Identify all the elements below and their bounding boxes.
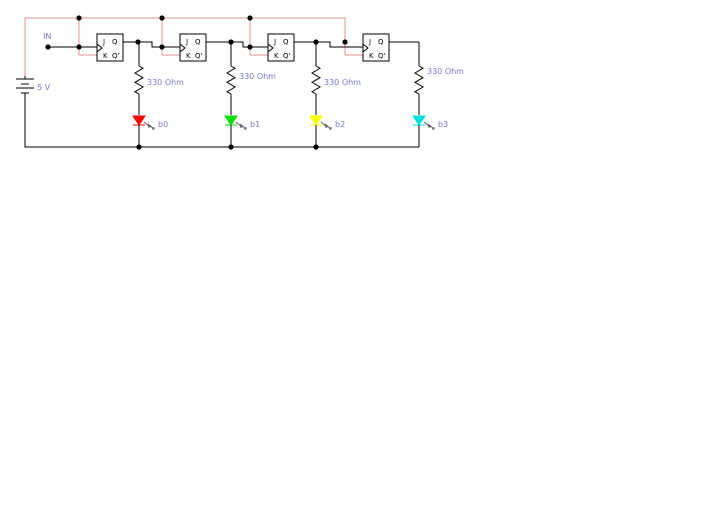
resistor-label: 330 Ohm — [324, 78, 361, 87]
wire — [427, 123, 435, 130]
clock-triangle — [96, 43, 103, 53]
pin-j-label: J — [273, 38, 276, 46]
wire — [324, 123, 332, 130]
junction-dot — [247, 44, 253, 50]
wire — [24, 17, 346, 76]
light-arrow — [152, 127, 155, 130]
led-label: b2 — [335, 120, 345, 129]
pin-k-label: K — [369, 52, 374, 60]
junction-dots — [45, 15, 348, 150]
wire — [316, 41, 363, 48]
wire — [235, 121, 243, 128]
junction-dot — [159, 15, 165, 21]
pin-k-label: K — [274, 52, 279, 60]
led-label: b0 — [158, 120, 168, 129]
led-b2: b2 — [309, 115, 345, 147]
resistor-2: 330 Ohm — [311, 42, 361, 115]
junction-dot — [76, 15, 82, 21]
resistor-zigzag — [311, 65, 321, 95]
junction-dot — [159, 44, 165, 50]
battery-5v: 5 V — [37, 83, 51, 92]
light-arrow — [244, 127, 247, 130]
pin-qn-label: Q' — [378, 52, 386, 60]
resistor-label: 330 Ohm — [147, 78, 184, 87]
clock-triangle — [267, 43, 274, 53]
jk-flip-flop-3: JKQ Q' — [362, 33, 390, 62]
led-triangle — [412, 115, 426, 126]
wire — [320, 121, 328, 128]
wiring — [24, 17, 419, 148]
input-label: IN — [43, 32, 51, 41]
pin-q-label: Q — [283, 38, 289, 46]
junction-dot — [45, 44, 51, 50]
pin-j-label: J — [185, 38, 188, 46]
led-label: b3 — [438, 120, 448, 129]
led-b3: b3 — [412, 115, 448, 147]
led-label: b1 — [250, 120, 260, 129]
wire — [24, 95, 419, 148]
led-b0: b0 — [132, 115, 168, 147]
jk-flip-flop-0: JKQ Q' — [96, 33, 124, 62]
wire — [239, 123, 247, 130]
pin-k-label: K — [103, 52, 108, 60]
led-b1: b1 — [224, 115, 260, 147]
junction-dot — [76, 44, 82, 50]
junction-dot — [247, 15, 253, 21]
pin-qn-label: Q' — [195, 52, 203, 60]
flip-flop-body — [267, 33, 295, 62]
led-triangle — [132, 115, 146, 126]
jk-flip-flop-2: JKQ Q' — [267, 33, 295, 62]
clock-triangle — [362, 43, 369, 53]
resistor-label: 330 Ohm — [427, 67, 464, 76]
wire — [423, 121, 431, 128]
junction-dot — [313, 39, 319, 45]
resistor-zigzag — [134, 65, 144, 95]
resistor-zigzag — [414, 65, 424, 95]
pin-j-label: J — [102, 38, 105, 46]
battery — [16, 76, 34, 95]
junction-dot — [313, 144, 319, 150]
resistor-0: 330 Ohm — [134, 42, 184, 115]
junction-dot — [342, 39, 348, 45]
pin-q-label: Q — [195, 38, 201, 46]
led-triangle — [309, 115, 323, 126]
wire — [231, 41, 268, 48]
clock-triangle — [179, 43, 186, 53]
junction-dot — [228, 39, 234, 45]
wire — [143, 121, 151, 128]
pin-qn-label: Q' — [283, 52, 291, 60]
resistor-zigzag — [226, 65, 236, 95]
light-arrow — [329, 127, 332, 130]
led-triangle — [224, 115, 238, 126]
supply-label: 5 V — [37, 83, 51, 92]
pin-q-label: Q — [112, 38, 118, 46]
junction-dot — [228, 144, 234, 150]
light-arrow — [432, 127, 435, 130]
pin-k-label: K — [186, 52, 191, 60]
pin-qn-label: Q' — [112, 52, 120, 60]
resistor-1: 330 Ohm — [226, 42, 276, 115]
resistor-3: 330 Ohm — [414, 42, 464, 115]
resistor-label: 330 Ohm — [239, 72, 276, 81]
pin-q-label: Q — [378, 38, 384, 46]
wire — [138, 41, 180, 48]
jk-flip-flop-1: JKQ Q' — [179, 33, 207, 62]
wire — [147, 123, 155, 130]
pin-j-label: J — [368, 38, 371, 46]
junction-dot — [135, 39, 141, 45]
junction-dot — [136, 144, 142, 150]
